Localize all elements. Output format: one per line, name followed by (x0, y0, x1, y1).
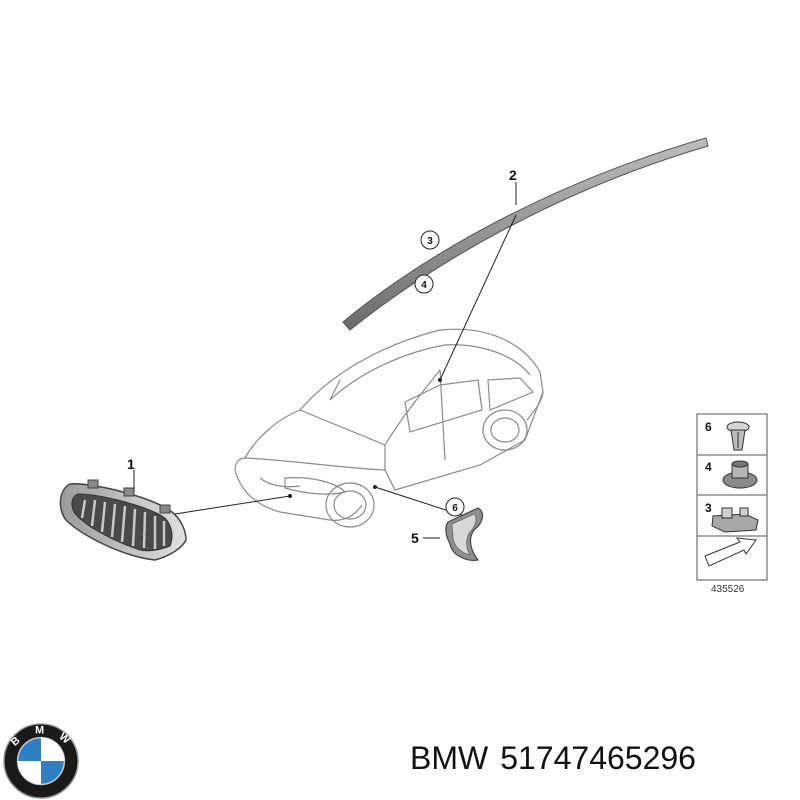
part-number: 51747465296 (500, 740, 696, 776)
circled-callout-4: 4 (414, 274, 434, 294)
leader-lines (133, 182, 517, 539)
svg-text:M: M (35, 725, 44, 737)
brand-logo: B M W (3, 723, 79, 799)
car-outline (234, 328, 544, 528)
legend-number-6: 6 (705, 420, 712, 434)
kidney-grille-part (59, 479, 187, 561)
roof-molding-part (342, 137, 709, 331)
nut-clip-icon (722, 460, 758, 489)
trim-part-5 (445, 507, 484, 561)
callout-1: 1 (127, 456, 135, 472)
legend-number-3: 3 (705, 501, 712, 515)
callout-5: 5 (411, 530, 419, 546)
circled-callout-4-text: 4 (421, 280, 427, 291)
callout-2: 2 (509, 167, 517, 183)
flow-arrow-icon (704, 537, 757, 567)
circled-callout-3: 3 (420, 230, 440, 250)
circled-callout-3-text: 3 (427, 236, 433, 247)
part-caption: BMW 51747465296 (410, 740, 696, 777)
drawing-number: 435526 (711, 584, 745, 595)
push-rivet-icon (726, 421, 750, 451)
legend-number-4: 4 (705, 460, 712, 474)
circled-callout-6: 6 (445, 497, 465, 517)
fastener-legend: 6 4 3 (696, 413, 768, 581)
bracket-clip-icon (711, 507, 759, 533)
circled-callout-6-text: 6 (452, 503, 458, 514)
brand-name: BMW (410, 740, 489, 776)
